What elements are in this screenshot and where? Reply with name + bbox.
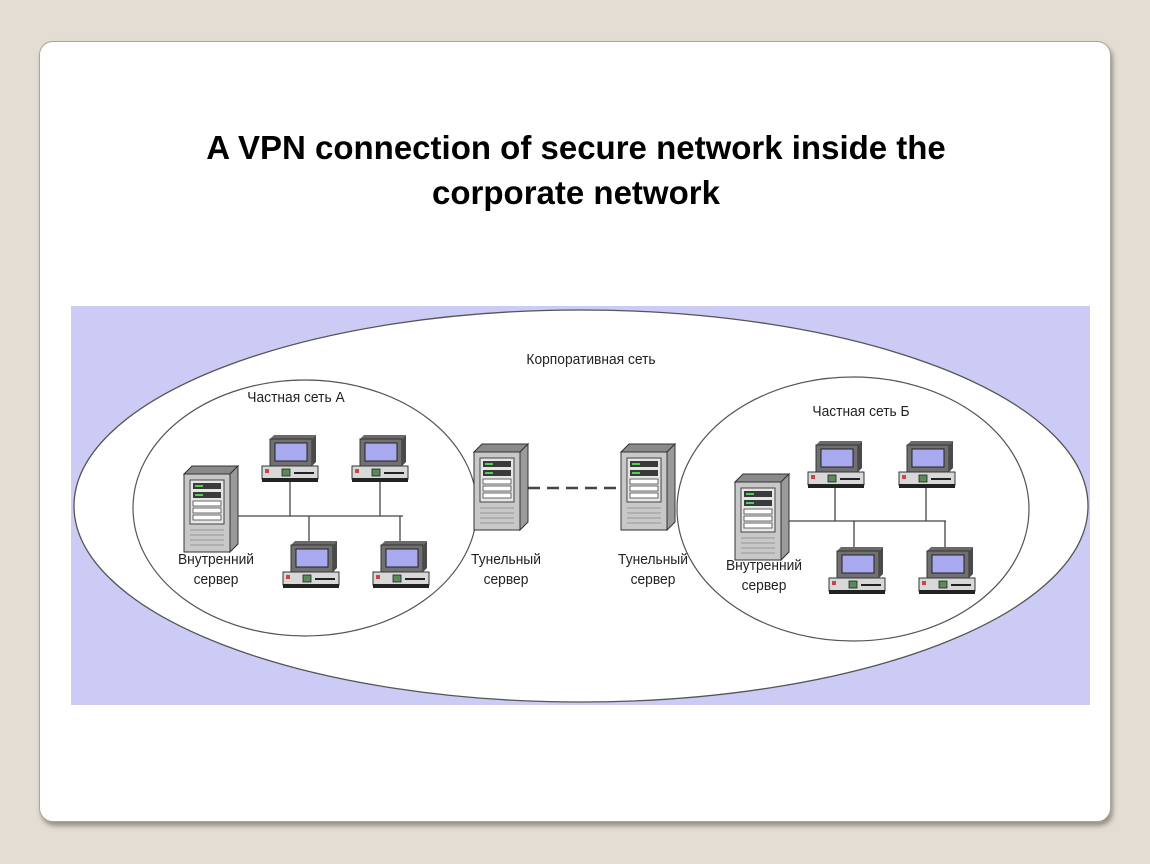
slide: A VPN connection of secure network insid… bbox=[39, 41, 1111, 822]
tunnel-server-a-label: Тунельный сервер bbox=[471, 551, 541, 588]
workstation-icon bbox=[898, 440, 956, 489]
workstation-icon bbox=[918, 546, 976, 595]
workstation-icon bbox=[351, 434, 409, 483]
corporate-network-label: Корпоративная сеть bbox=[526, 351, 656, 368]
internal-server-b-icon bbox=[734, 473, 790, 561]
network-b-label: Частная сеть Б bbox=[812, 403, 910, 420]
title-line-2: corporate network bbox=[432, 174, 720, 211]
slide-title: A VPN connection of secure network insid… bbox=[40, 125, 1112, 215]
internal-server-a-icon bbox=[183, 465, 239, 553]
diagram-canvas bbox=[73, 309, 1089, 703]
network-b-bus bbox=[788, 484, 946, 551]
tunnel-server-b-icon bbox=[620, 443, 676, 531]
network-a-label: Частная сеть А bbox=[247, 389, 345, 406]
vpn-diagram: Корпоративная сеть Частная сеть А Частна… bbox=[71, 306, 1090, 705]
private-network-b-boundary bbox=[676, 376, 1030, 642]
workstation-icon bbox=[282, 540, 340, 589]
internal-server-b-label: Внутренний сервер bbox=[725, 557, 803, 594]
workstation-icon bbox=[828, 546, 886, 595]
internal-server-a-label: Внутренний сервер bbox=[177, 551, 255, 588]
workstation-icon bbox=[807, 440, 865, 489]
workstation-icon bbox=[261, 434, 319, 483]
tunnel-server-b-label: Тунельный сервер bbox=[618, 551, 688, 588]
title-line-1: A VPN connection of secure network insid… bbox=[206, 129, 946, 166]
tunnel-server-a-icon bbox=[473, 443, 529, 531]
workstation-icon bbox=[372, 540, 430, 589]
